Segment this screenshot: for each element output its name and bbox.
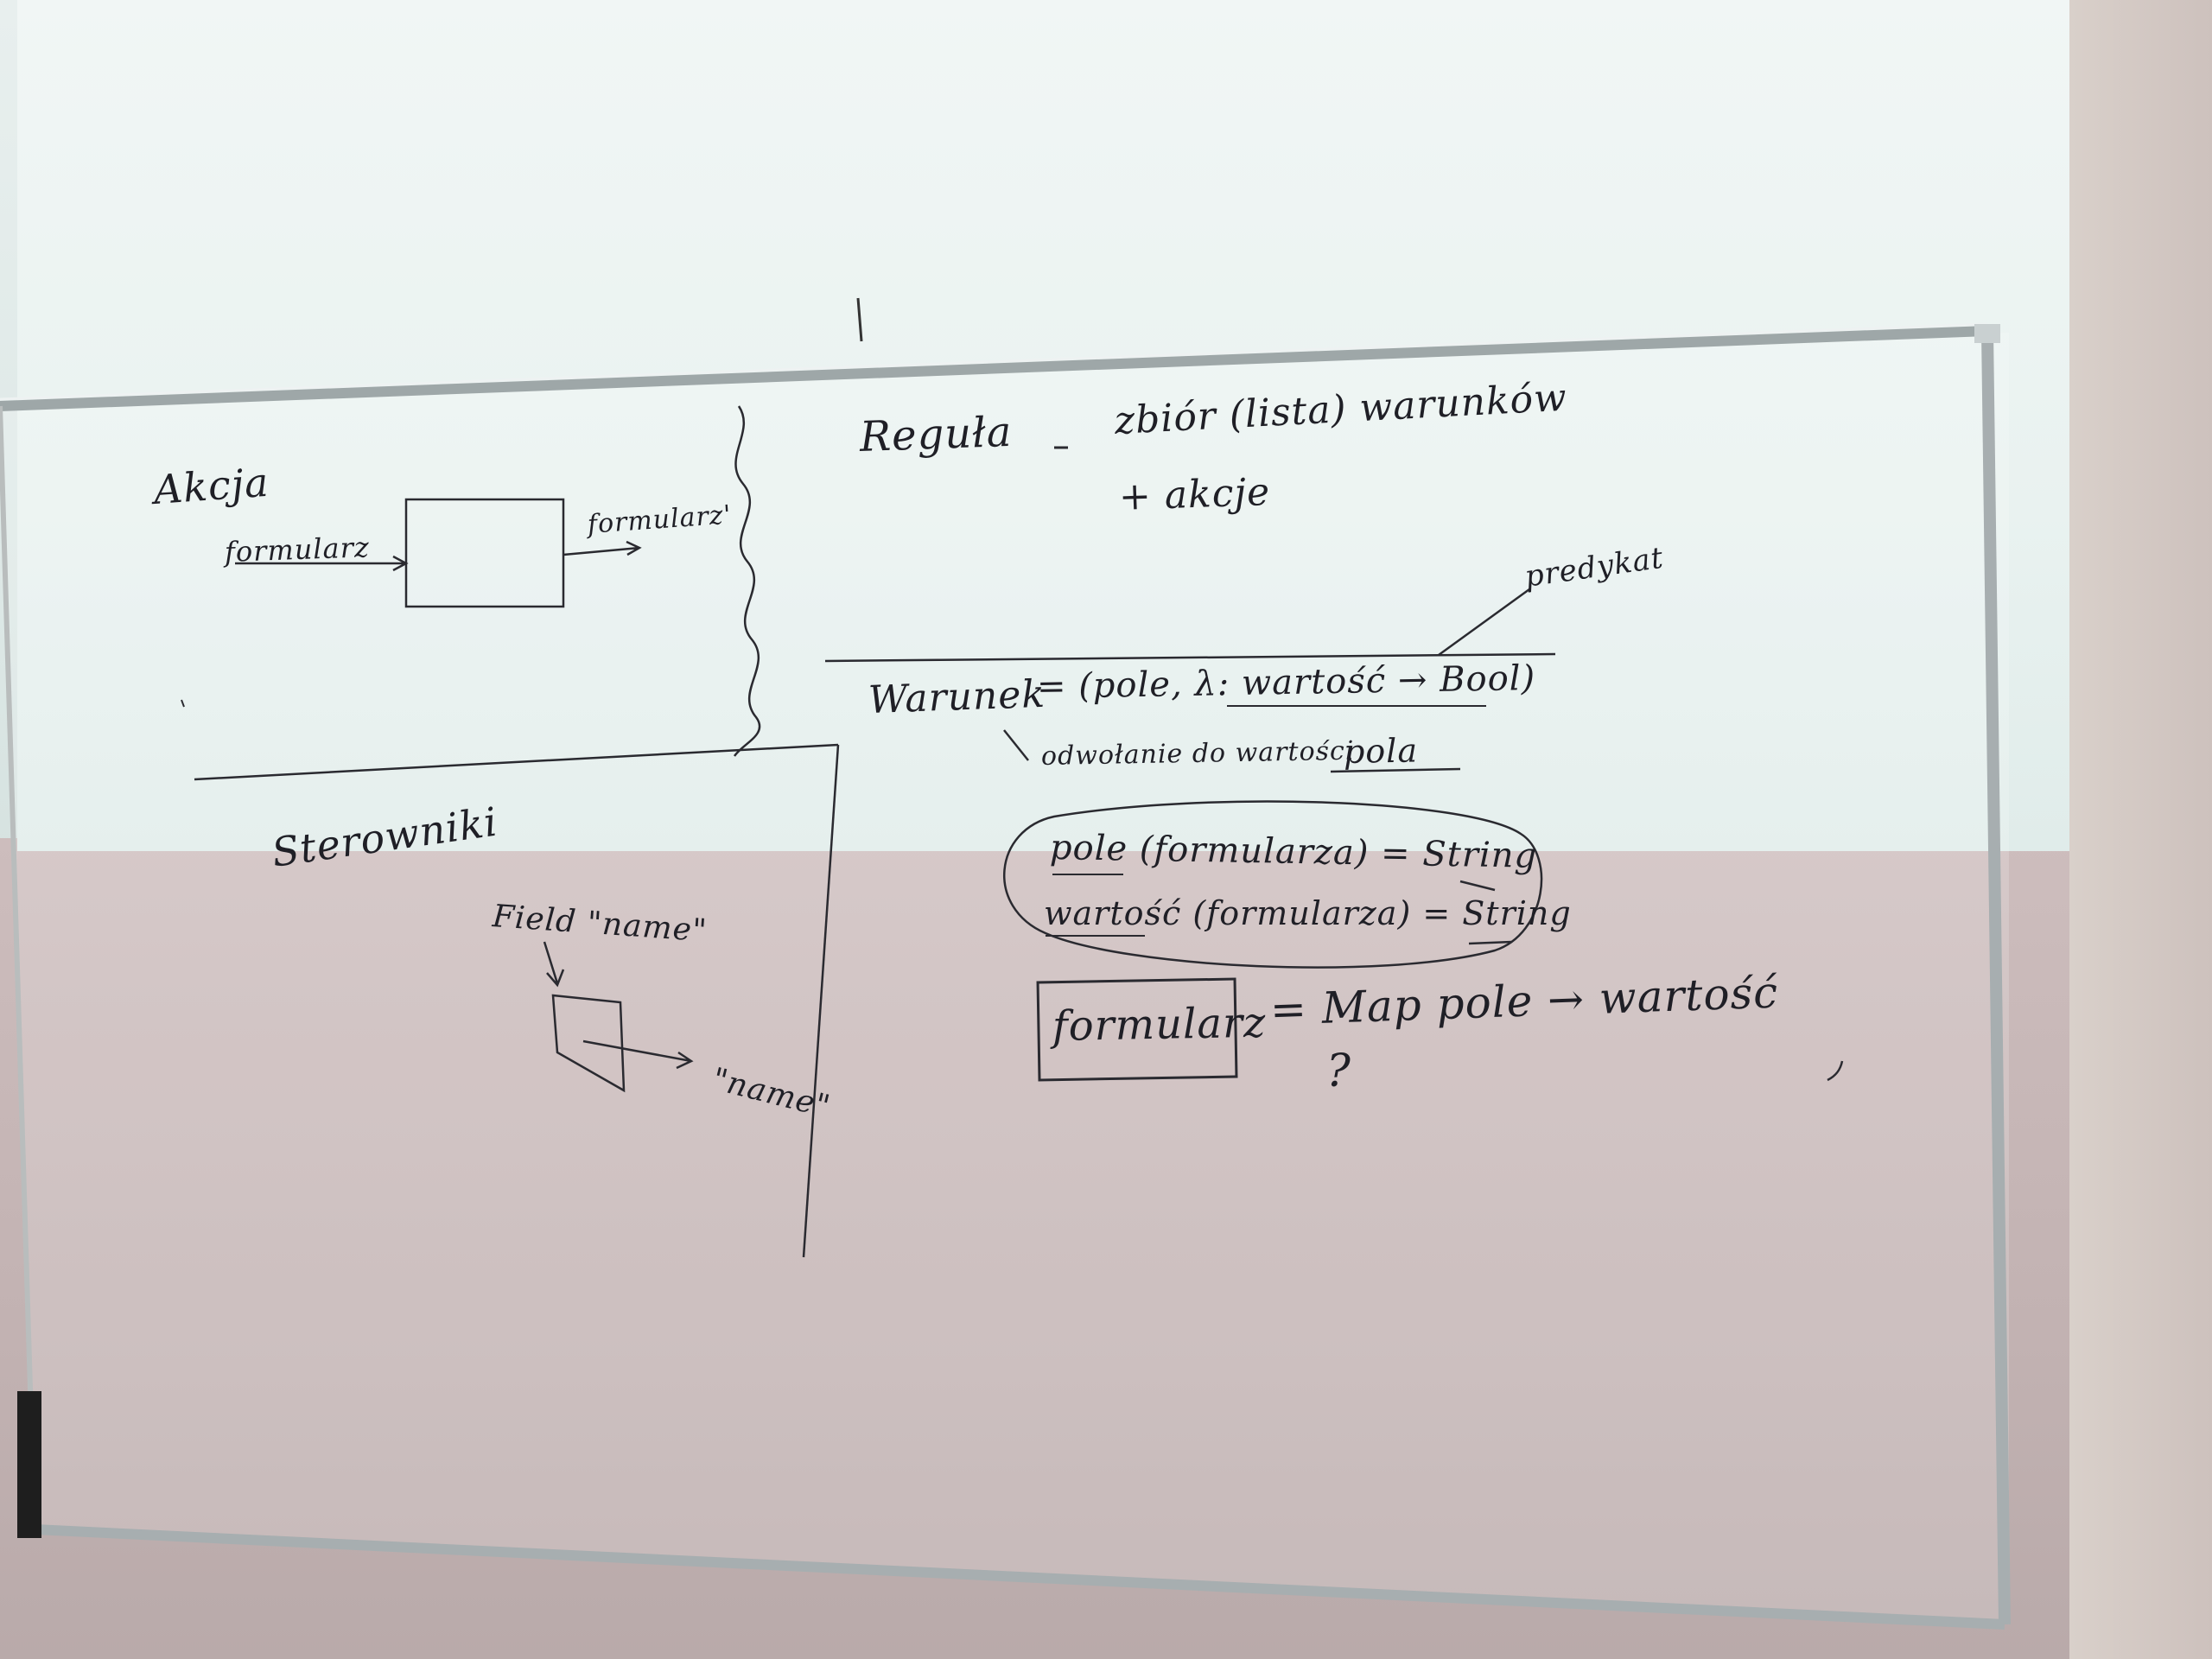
arrow-formularz-in xyxy=(235,555,409,572)
predykat-pointer xyxy=(1438,588,1530,657)
string-tick-1 xyxy=(1459,880,1496,892)
whiteboard-frame-right xyxy=(1981,330,2011,1625)
wall-lower xyxy=(0,838,2212,1659)
regula-label: Reguła xyxy=(859,407,1014,461)
whiteboard-frame-top-highlight xyxy=(0,322,1988,401)
warunek-pointer xyxy=(1003,729,1029,761)
wartosc-string-line: wartość (formularza) = String xyxy=(1044,894,1572,932)
string-tick-2 xyxy=(1468,940,1513,945)
wavy-divider xyxy=(733,405,761,757)
stray-mark-right xyxy=(1827,1060,1844,1082)
horizontal-divider xyxy=(824,652,1556,663)
stray-mark-left xyxy=(181,699,185,708)
field-box xyxy=(551,994,626,1093)
question-mark: ? xyxy=(1326,1046,1351,1097)
field-arrow xyxy=(582,1039,694,1070)
sterowniki-top-line xyxy=(194,743,839,781)
string-oval xyxy=(1003,800,1543,969)
akcja-label: Akcja xyxy=(152,458,271,513)
formularz-box xyxy=(1036,977,1238,1082)
sterowniki-right-line xyxy=(802,744,840,1258)
warunek-label: Warunek xyxy=(868,671,1046,722)
odwolanie-label: odwołanie do wartości xyxy=(1040,735,1355,772)
whiteboard-frame-left xyxy=(0,405,37,1530)
pola-underline xyxy=(1330,767,1461,773)
pen-mark-top xyxy=(856,297,863,342)
whiteboard-frame-top xyxy=(0,326,1988,411)
whiteboard-frame-bottom xyxy=(34,1524,2005,1630)
whiteboard-left-clip xyxy=(17,1391,41,1538)
wall-right-side xyxy=(2069,0,2212,1659)
pole-string-line: pole (formularza) = String xyxy=(1049,828,1538,876)
projector-light-area xyxy=(17,0,2074,851)
formularz-in-label: formularz xyxy=(224,531,371,569)
plus-akcje-label: + akcje xyxy=(1118,469,1271,519)
whiteboard-corner-cap xyxy=(1974,324,2000,343)
akcja-box xyxy=(404,498,565,608)
formularz-box-label: formularz xyxy=(1052,998,1267,1051)
pola-label: pola xyxy=(1343,731,1419,771)
arrow-field-label xyxy=(543,941,565,988)
arrow-formularz-out xyxy=(563,540,642,556)
